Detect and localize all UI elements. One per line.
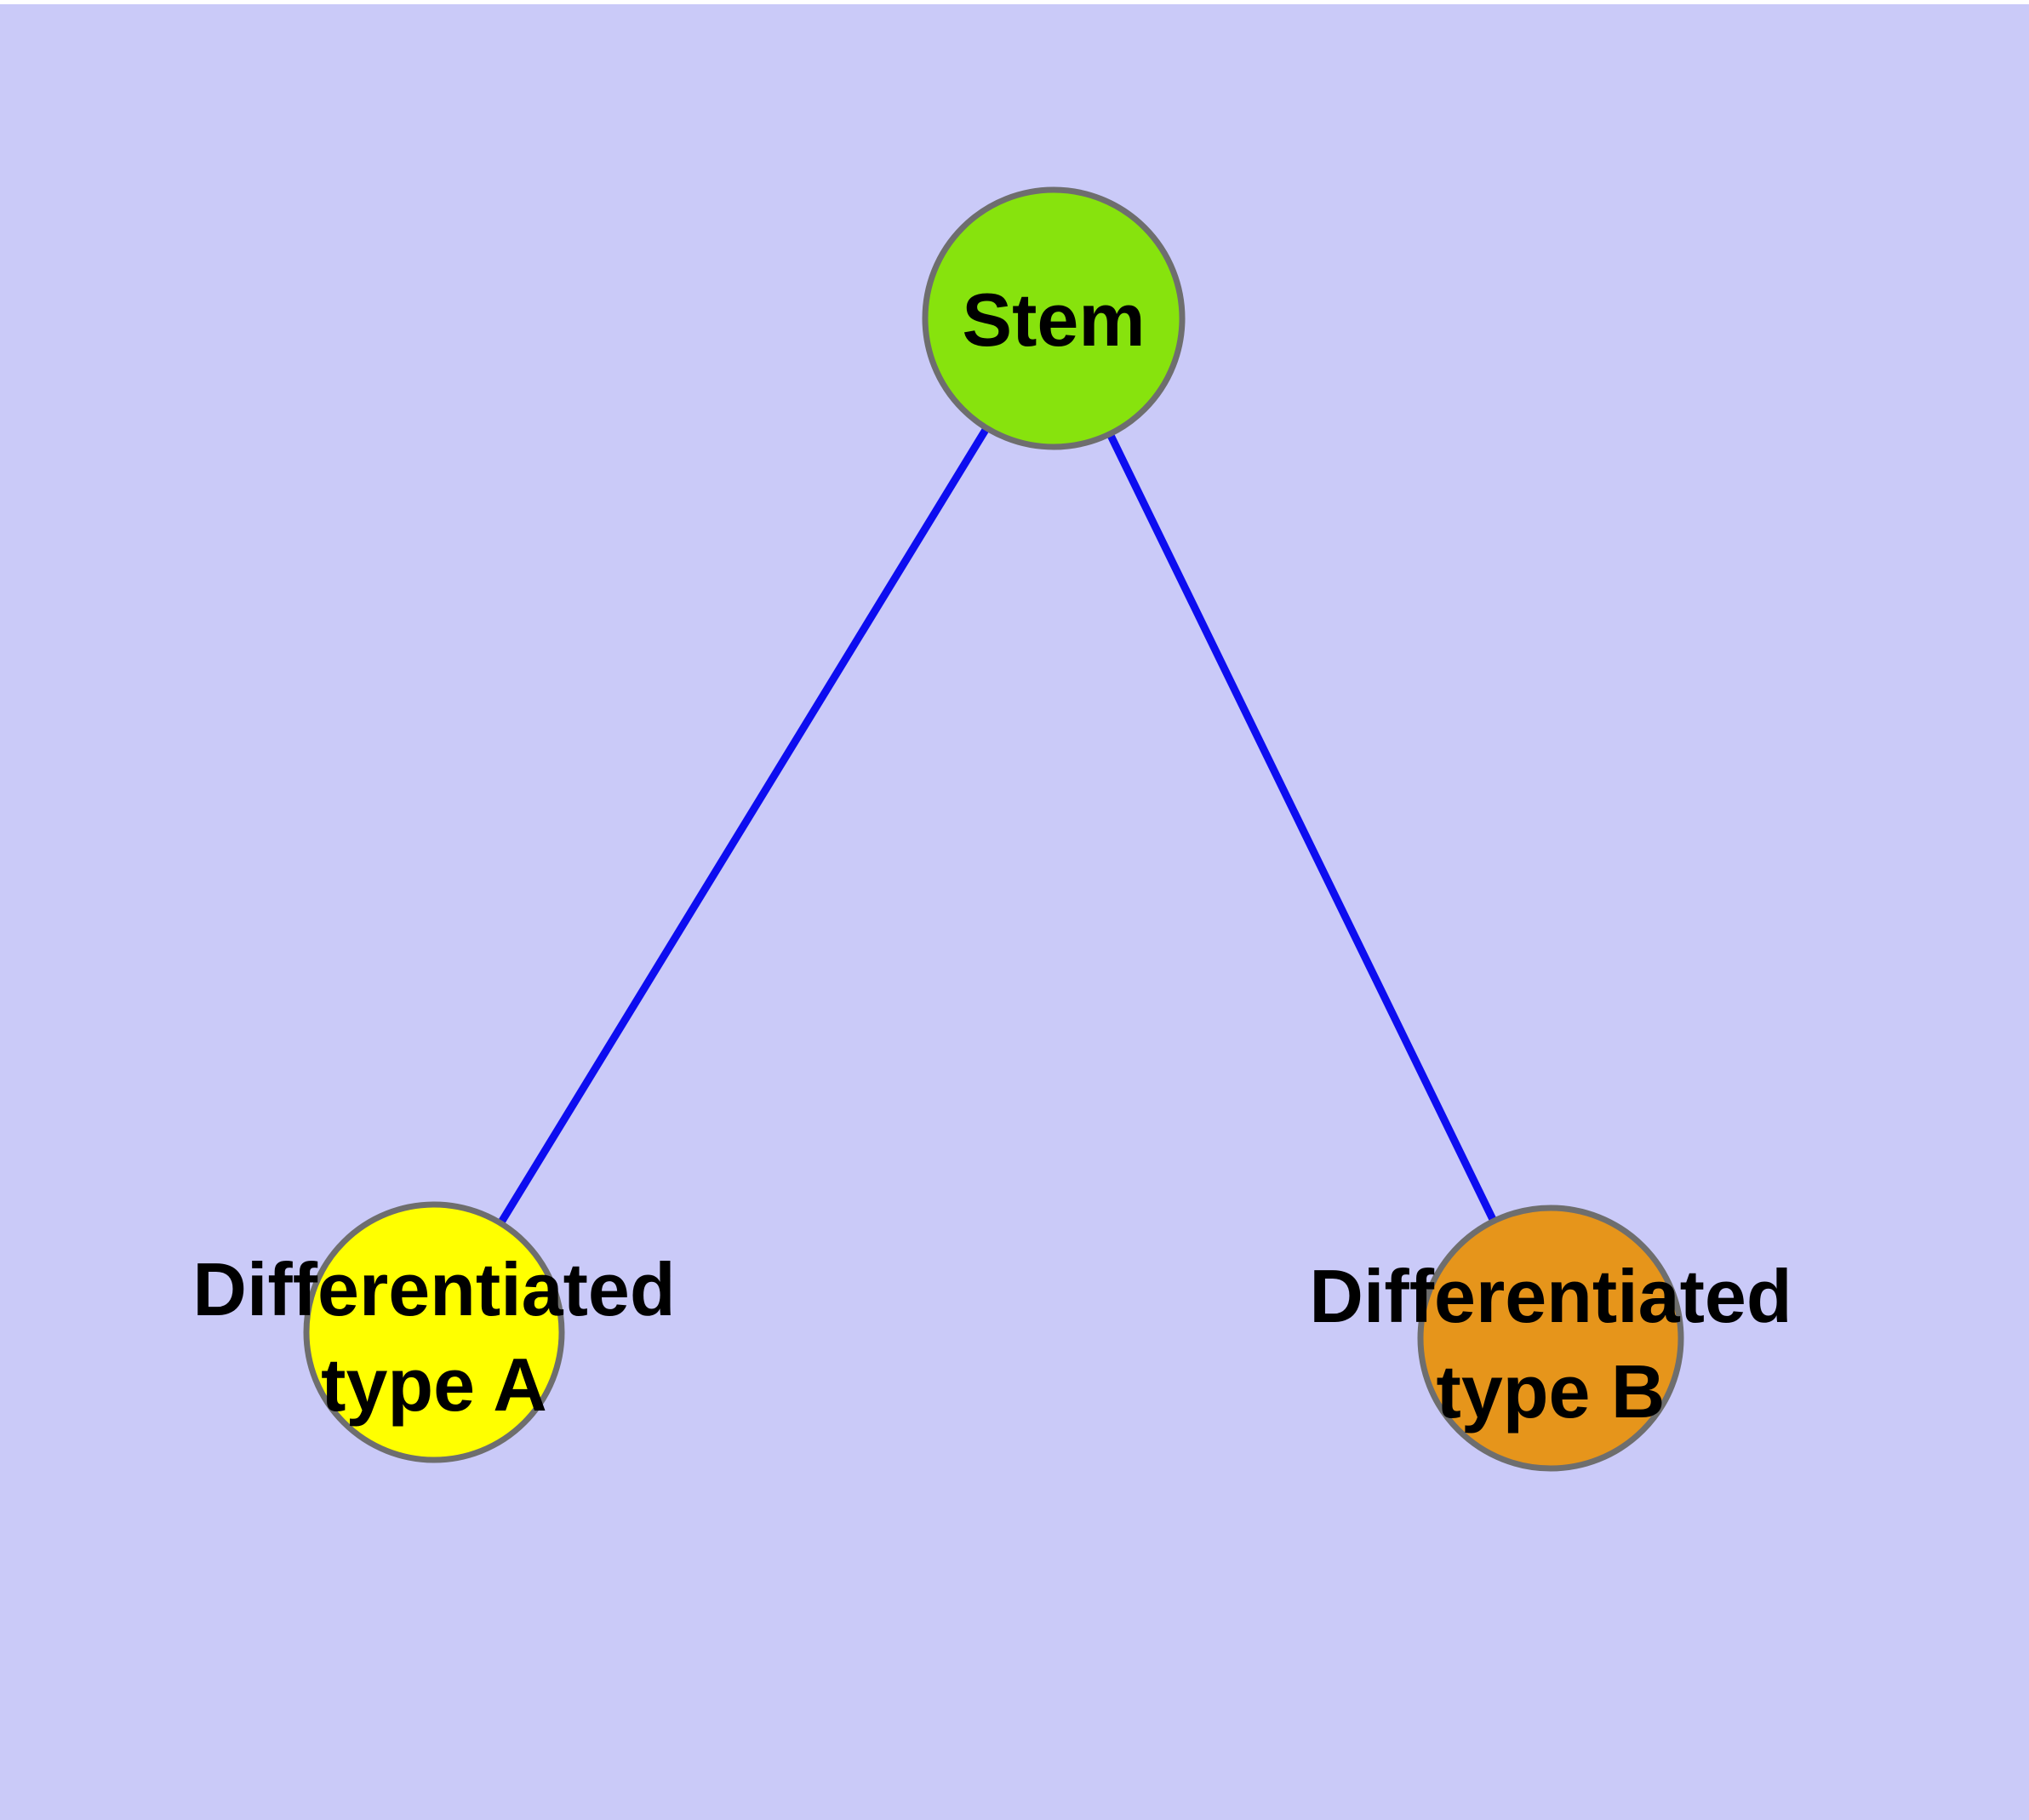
edge-stem-to-type-a[interactable] xyxy=(431,316,1057,1335)
node-stem[interactable] xyxy=(922,186,1186,450)
edge-stem-to-type-b[interactable] xyxy=(1049,317,1555,1340)
node-label-differentiated-type-b[interactable]: Differentiated type B xyxy=(1309,1254,1792,1434)
node-label-stem[interactable]: Stem xyxy=(962,278,1146,362)
node-label-differentiated-type-a[interactable]: Differentiated type A xyxy=(192,1247,676,1427)
node-differentiated-type-a[interactable] xyxy=(303,1201,565,1463)
node-differentiated-type-b[interactable] xyxy=(1417,1205,1684,1472)
top-margin-strip xyxy=(0,0,2029,4)
